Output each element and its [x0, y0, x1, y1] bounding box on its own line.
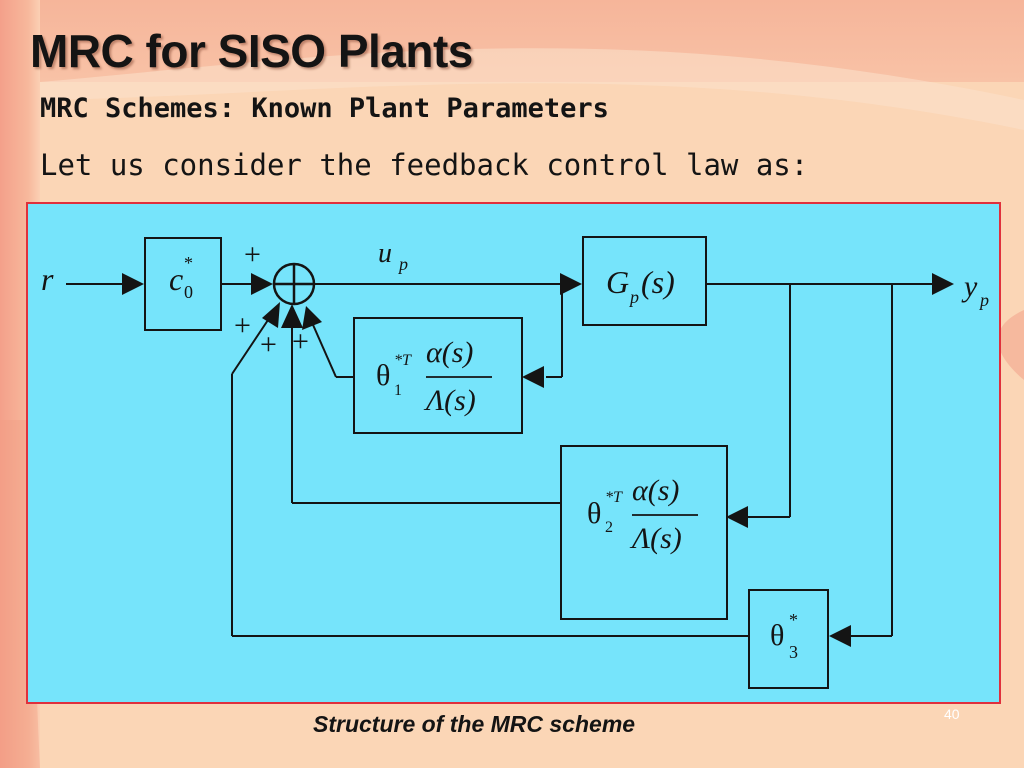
theta1-main: θ [376, 359, 390, 392]
sum-sign-bottom-middle: + [260, 328, 277, 361]
diagram-canvas: + + + + r u p y p c * 0 G p (s) θ *T 1 [26, 202, 1001, 704]
slide-title: MRC for SISO Plants [30, 25, 473, 77]
arrow-theta3-to-sum [262, 302, 280, 328]
plant-main: G [606, 264, 629, 300]
theta2-sub: 2 [605, 519, 613, 536]
plant-sub: p [628, 287, 639, 307]
theta1-denominator: Λ(s) [423, 384, 476, 417]
signal-lines [66, 283, 936, 637]
theta1-sub: 1 [394, 382, 402, 399]
theta3-sup: * [789, 610, 798, 630]
arrow-into-theta1 [522, 366, 544, 388]
arrow-theta2-to-sum [281, 304, 303, 328]
control-signal-subscript: p [397, 254, 408, 274]
body-text: Let us consider the feedback control law… [40, 148, 809, 182]
plant-arg: (s) [641, 264, 675, 300]
theta3-sub: 3 [789, 642, 798, 662]
sum-sign-bottom-right: + [292, 325, 309, 358]
control-signal-label: u [378, 238, 392, 269]
block-c0: c * 0 [144, 237, 222, 331]
block-plant: G p (s) [582, 236, 707, 326]
arrow-into-c0 [122, 273, 144, 295]
theta1-numerator: α(s) [426, 336, 473, 369]
theta1-sup: *T [394, 352, 412, 369]
output-signal-label: y [961, 270, 978, 303]
slide-subtitle: MRC Schemes: Known Plant Parameters [40, 93, 609, 124]
block-theta2: θ *T 2 α(s) Λ(s) [560, 445, 728, 620]
arrow-into-plant [560, 273, 582, 295]
block-theta3: θ * 3 [748, 589, 829, 689]
c0-sub: 0 [184, 282, 193, 302]
theta3-main: θ [770, 619, 784, 652]
arrow-theta1-to-sum [302, 306, 322, 330]
theta2-main: θ [587, 497, 601, 530]
arrow-into-theta2 [726, 506, 748, 528]
c0-main: c [169, 261, 183, 297]
theta2-numerator: α(s) [632, 474, 679, 507]
sum-sign-top: + [244, 238, 261, 271]
theta2-denominator: Λ(s) [629, 522, 682, 555]
diagram-panel [26, 202, 1001, 704]
summing-junction [272, 262, 316, 306]
output-signal-subscript: p [978, 290, 989, 310]
arrow-into-theta3 [829, 625, 851, 647]
arrowheads [122, 273, 954, 647]
arrow-output [932, 273, 954, 295]
c0-sup: * [184, 253, 193, 273]
block-theta1: θ *T 1 α(s) Λ(s) [353, 317, 523, 434]
diagram-caption: Structure of the MRC scheme [313, 711, 636, 737]
mrc-block-diagram: + + + + r u p y p c * 0 G p (s) θ *T 1 [26, 202, 1001, 704]
arrow-into-sum [251, 273, 273, 295]
input-signal-label: r [41, 261, 54, 297]
theta2-sup: *T [605, 489, 623, 506]
sum-sign-bottom-left: + [234, 309, 251, 342]
page-number: 40 [944, 706, 960, 722]
